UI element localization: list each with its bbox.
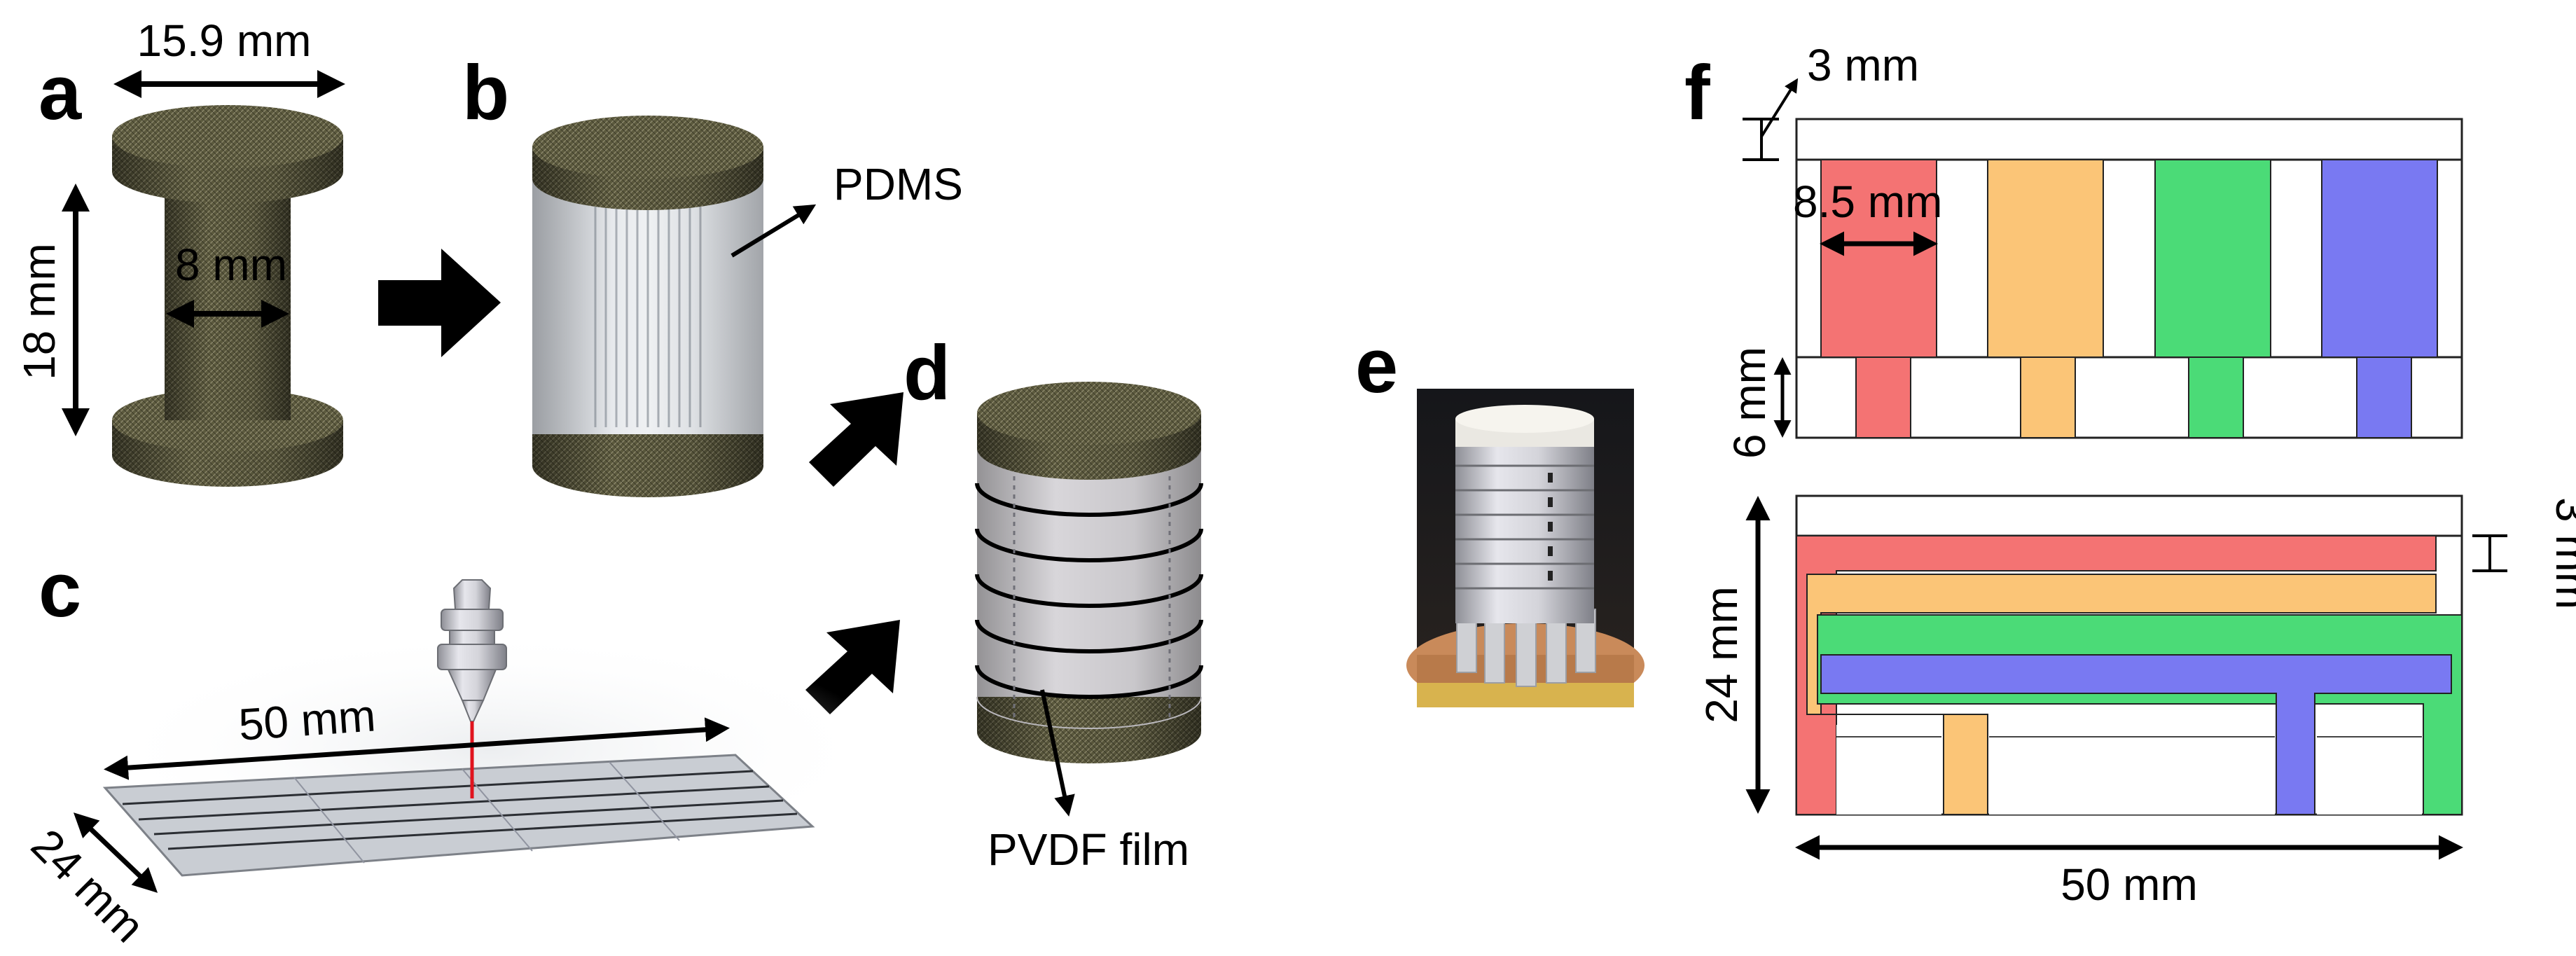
c-length-label: 50 mm	[237, 690, 377, 749]
electrode-red	[1821, 160, 1937, 357]
c-width-label: 24 mm	[22, 819, 154, 952]
electrode-green	[2155, 160, 2271, 357]
a-width-label: 15.9 mm	[137, 15, 312, 66]
electrode-layout-bottom: 3 mm 24 mm 50 mm	[1696, 494, 2576, 910]
process-arrow-a-to-b	[378, 249, 501, 357]
a-core-label: 8 mm	[175, 240, 287, 290]
a-height-label: 18 mm	[14, 243, 64, 380]
pvdf-film-label: PVDF film	[988, 824, 1189, 875]
pdms-label: PDMS	[833, 159, 963, 209]
pdms-pointer	[730, 204, 817, 258]
f-electrode-width-label: 8.5 mm	[1793, 176, 1942, 227]
panel-c: c 50 mm 24 mm	[22, 547, 882, 952]
panel-label-e: e	[1355, 323, 1398, 409]
film-pointer	[1040, 689, 1075, 817]
electrode-layout-top: 3 mm 8.5 mm 6 mm	[1724, 40, 2463, 459]
process-arrow-b-to-d	[809, 392, 903, 487]
trace-orange	[1806, 574, 2437, 815]
panel-a: a 15.9 mm 18 mm 8 mm	[14, 15, 345, 487]
panel-e: e	[1355, 323, 1644, 707]
length-dimension-arrow	[104, 717, 730, 780]
panel-f: f	[1684, 40, 2576, 910]
panel-label-f: f	[1684, 50, 1710, 136]
trace-blue	[1820, 654, 2452, 815]
f-tab-height-label: 6 mm	[1724, 347, 1775, 459]
panel-b: b PDMS	[462, 50, 963, 497]
panel-d: d PVDF film	[903, 330, 1203, 875]
electrode-blue	[2322, 160, 2437, 357]
width-dimension-arrow-c	[73, 812, 158, 893]
film-rings	[975, 483, 1203, 699]
panel-label-c: c	[39, 547, 81, 633]
laser-nozzle	[437, 579, 507, 722]
panel-label-a: a	[39, 50, 82, 136]
f-gap-top-label: 3 mm	[1807, 40, 1919, 90]
electrode-orange	[1988, 160, 2103, 357]
trace-red	[1796, 535, 2437, 815]
f-gap-right-label: 3 mm	[2547, 497, 2576, 609]
f-height-label: 24 mm	[1696, 586, 1747, 723]
panel-label-b: b	[462, 50, 509, 136]
f-width-label: 50 mm	[2061, 859, 2198, 910]
panel-label-d: d	[903, 330, 950, 416]
